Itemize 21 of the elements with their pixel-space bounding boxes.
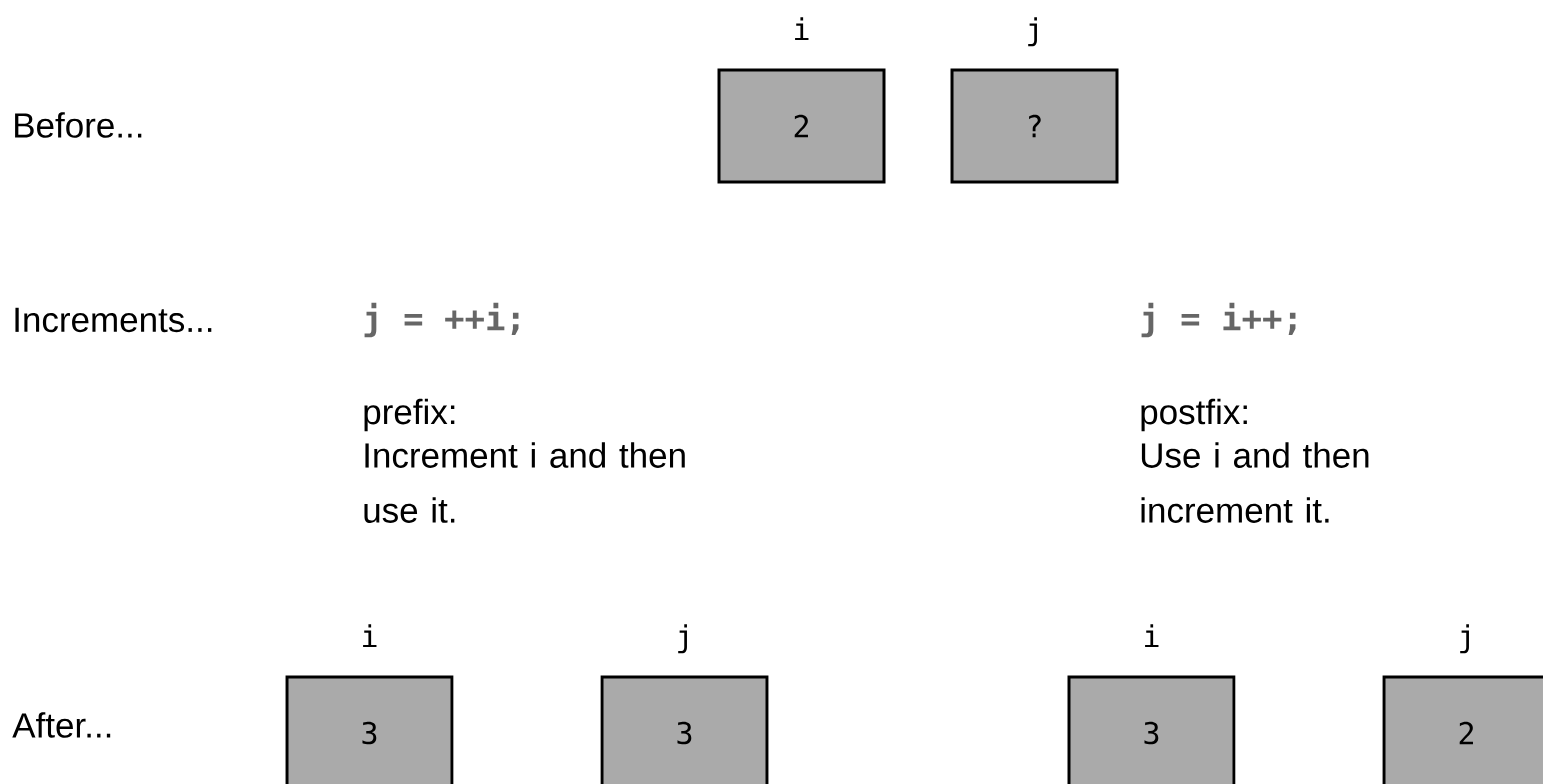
- value-box: 2: [1382, 675, 1543, 784]
- row-label: postfix:: [1141, 398, 1247, 432]
- variable-name: i: [1145, 624, 1159, 647]
- variable-name: j: [678, 624, 687, 654]
- variable-name: j: [1460, 624, 1469, 654]
- variable-name: i: [363, 624, 377, 647]
- description: Use i and then increment it.: [1141, 442, 1369, 523]
- row-label: After...: [12, 712, 111, 738]
- value-box: 3: [285, 675, 454, 784]
- description: Increment i and then use it.: [364, 442, 685, 523]
- row-label: Increments...: [15, 307, 212, 333]
- value-box: 2: [717, 68, 886, 184]
- value-box: 3: [1067, 675, 1236, 784]
- code-text: j = ++i;: [364, 302, 519, 338]
- code-text: j = i++;: [1141, 302, 1296, 338]
- row-label: prefix:: [364, 398, 455, 432]
- variable-name: j: [1028, 17, 1037, 47]
- value-box: ?: [950, 68, 1119, 184]
- value-box: 3: [600, 675, 769, 784]
- variable-name: i: [795, 17, 809, 40]
- row-label: Before...: [15, 112, 142, 138]
